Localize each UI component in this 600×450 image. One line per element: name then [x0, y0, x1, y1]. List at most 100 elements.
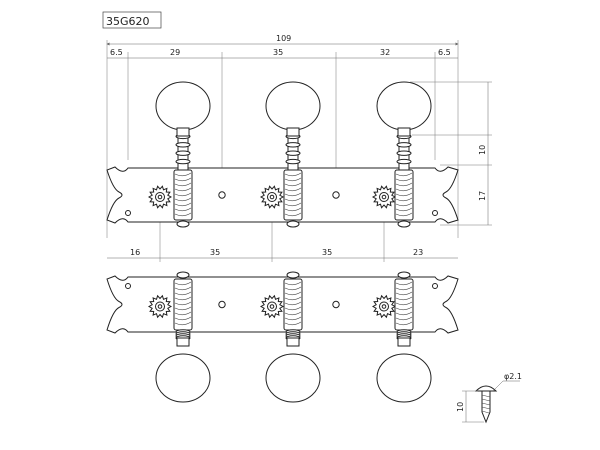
- worm-thread: [395, 291, 413, 296]
- shaft-collar: [175, 150, 191, 156]
- worm-thread: [395, 187, 413, 192]
- tuner-plate: [106, 166, 459, 224]
- worm-thread: [395, 212, 413, 217]
- gear-screw: [269, 194, 275, 200]
- worm-thread: [395, 301, 413, 306]
- dim-post-3-4: 32: [380, 48, 390, 57]
- shaft-collar: [396, 150, 412, 156]
- mount-hole: [218, 300, 226, 309]
- post-base: [176, 220, 190, 228]
- tuner-bottom-view: [106, 271, 459, 403]
- worm-thread: [395, 197, 413, 202]
- worm-thread: [284, 212, 302, 217]
- worm-thread: [395, 286, 413, 291]
- gear-screw: [157, 194, 163, 200]
- knob-ferrule: [286, 337, 300, 347]
- end-hole: [125, 210, 131, 216]
- worm-thread: [284, 311, 302, 316]
- shaft-collar: [396, 158, 412, 165]
- worm-thread: [174, 197, 192, 202]
- worm-thread: [395, 182, 413, 187]
- knob-ferrule: [176, 127, 190, 137]
- dim-post-2-3: 35: [273, 48, 283, 57]
- worm-thread: [284, 281, 302, 286]
- worm-thread: [284, 316, 302, 321]
- worm-thread: [395, 281, 413, 286]
- worm-thread: [284, 182, 302, 187]
- knob-ferrule: [397, 337, 411, 347]
- worm-thread: [284, 301, 302, 306]
- worm-thread: [395, 202, 413, 207]
- worm-thread: [284, 187, 302, 192]
- dim-overall: 109: [276, 34, 291, 43]
- post-base: [397, 220, 411, 228]
- dim-hole-2-3: 35: [322, 248, 332, 257]
- worm-thread: [284, 192, 302, 197]
- worm-thread: [395, 306, 413, 311]
- worm-thread: [174, 202, 192, 207]
- end-hole: [125, 283, 131, 289]
- top-dimensions: 109 6.5 29 35 32 6.5: [106, 34, 459, 238]
- tuner-knob: [265, 353, 321, 403]
- shaft-collar: [175, 142, 191, 148]
- dim-plate-height: 17: [478, 191, 487, 201]
- end-hole: [432, 210, 438, 216]
- worm-thread: [174, 311, 192, 316]
- tuner-knob: [155, 353, 211, 403]
- shaft-collar: [175, 158, 191, 165]
- worm-thread: [174, 316, 192, 321]
- worm-thread: [174, 172, 192, 177]
- worm-thread: [395, 192, 413, 197]
- worm-thread: [284, 291, 302, 296]
- worm-thread: [174, 212, 192, 217]
- shaft-collar: [285, 150, 301, 156]
- worm-thread: [395, 207, 413, 212]
- worm-thread: [284, 172, 302, 177]
- tuner-knob: [376, 81, 432, 131]
- worm-thread: [284, 207, 302, 212]
- worm-thread: [395, 172, 413, 177]
- post-cap: [176, 271, 190, 279]
- dim-hole-1-2: 35: [210, 248, 220, 257]
- shaft-collar: [285, 158, 301, 165]
- gear-screw: [381, 194, 387, 200]
- worm-thread: [174, 306, 192, 311]
- post-cap: [286, 271, 300, 279]
- screw-detail: 10 φ2.1: [456, 372, 522, 424]
- dim-post-1-2: 29: [170, 48, 180, 57]
- gear-screw: [269, 304, 275, 309]
- worm-thread: [284, 306, 302, 311]
- gear-screw: [157, 304, 163, 309]
- mount-hole: [218, 191, 226, 199]
- worm-thread: [174, 291, 192, 296]
- worm-thread: [284, 296, 302, 301]
- worm-thread: [174, 192, 192, 197]
- worm-thread: [174, 182, 192, 187]
- worm-thread: [284, 197, 302, 202]
- dim-margin-right: 6.5: [438, 48, 451, 57]
- shaft-collar: [285, 142, 301, 148]
- worm-thread: [395, 321, 413, 326]
- post-cap: [397, 271, 411, 279]
- dim-screw-length: 10: [456, 402, 465, 412]
- tuner-knob: [376, 353, 432, 403]
- mount-hole: [332, 191, 340, 199]
- worm-thread: [284, 321, 302, 326]
- knob-ferrule: [397, 127, 411, 137]
- dim-knob-height: 10: [478, 145, 487, 155]
- worm-thread: [174, 296, 192, 301]
- worm-thread: [174, 187, 192, 192]
- worm-thread: [174, 301, 192, 306]
- worm-thread: [174, 207, 192, 212]
- knob-ferrule: [286, 127, 300, 137]
- shaft-collar: [396, 142, 412, 148]
- worm-thread: [174, 177, 192, 182]
- worm-thread: [174, 281, 192, 286]
- dim-hole-offset: 16: [130, 248, 140, 257]
- right-dimensions: 10 17: [410, 81, 492, 226]
- worm-thread: [395, 296, 413, 301]
- worm-thread: [395, 316, 413, 321]
- end-hole: [432, 283, 438, 289]
- worm-thread: [284, 177, 302, 182]
